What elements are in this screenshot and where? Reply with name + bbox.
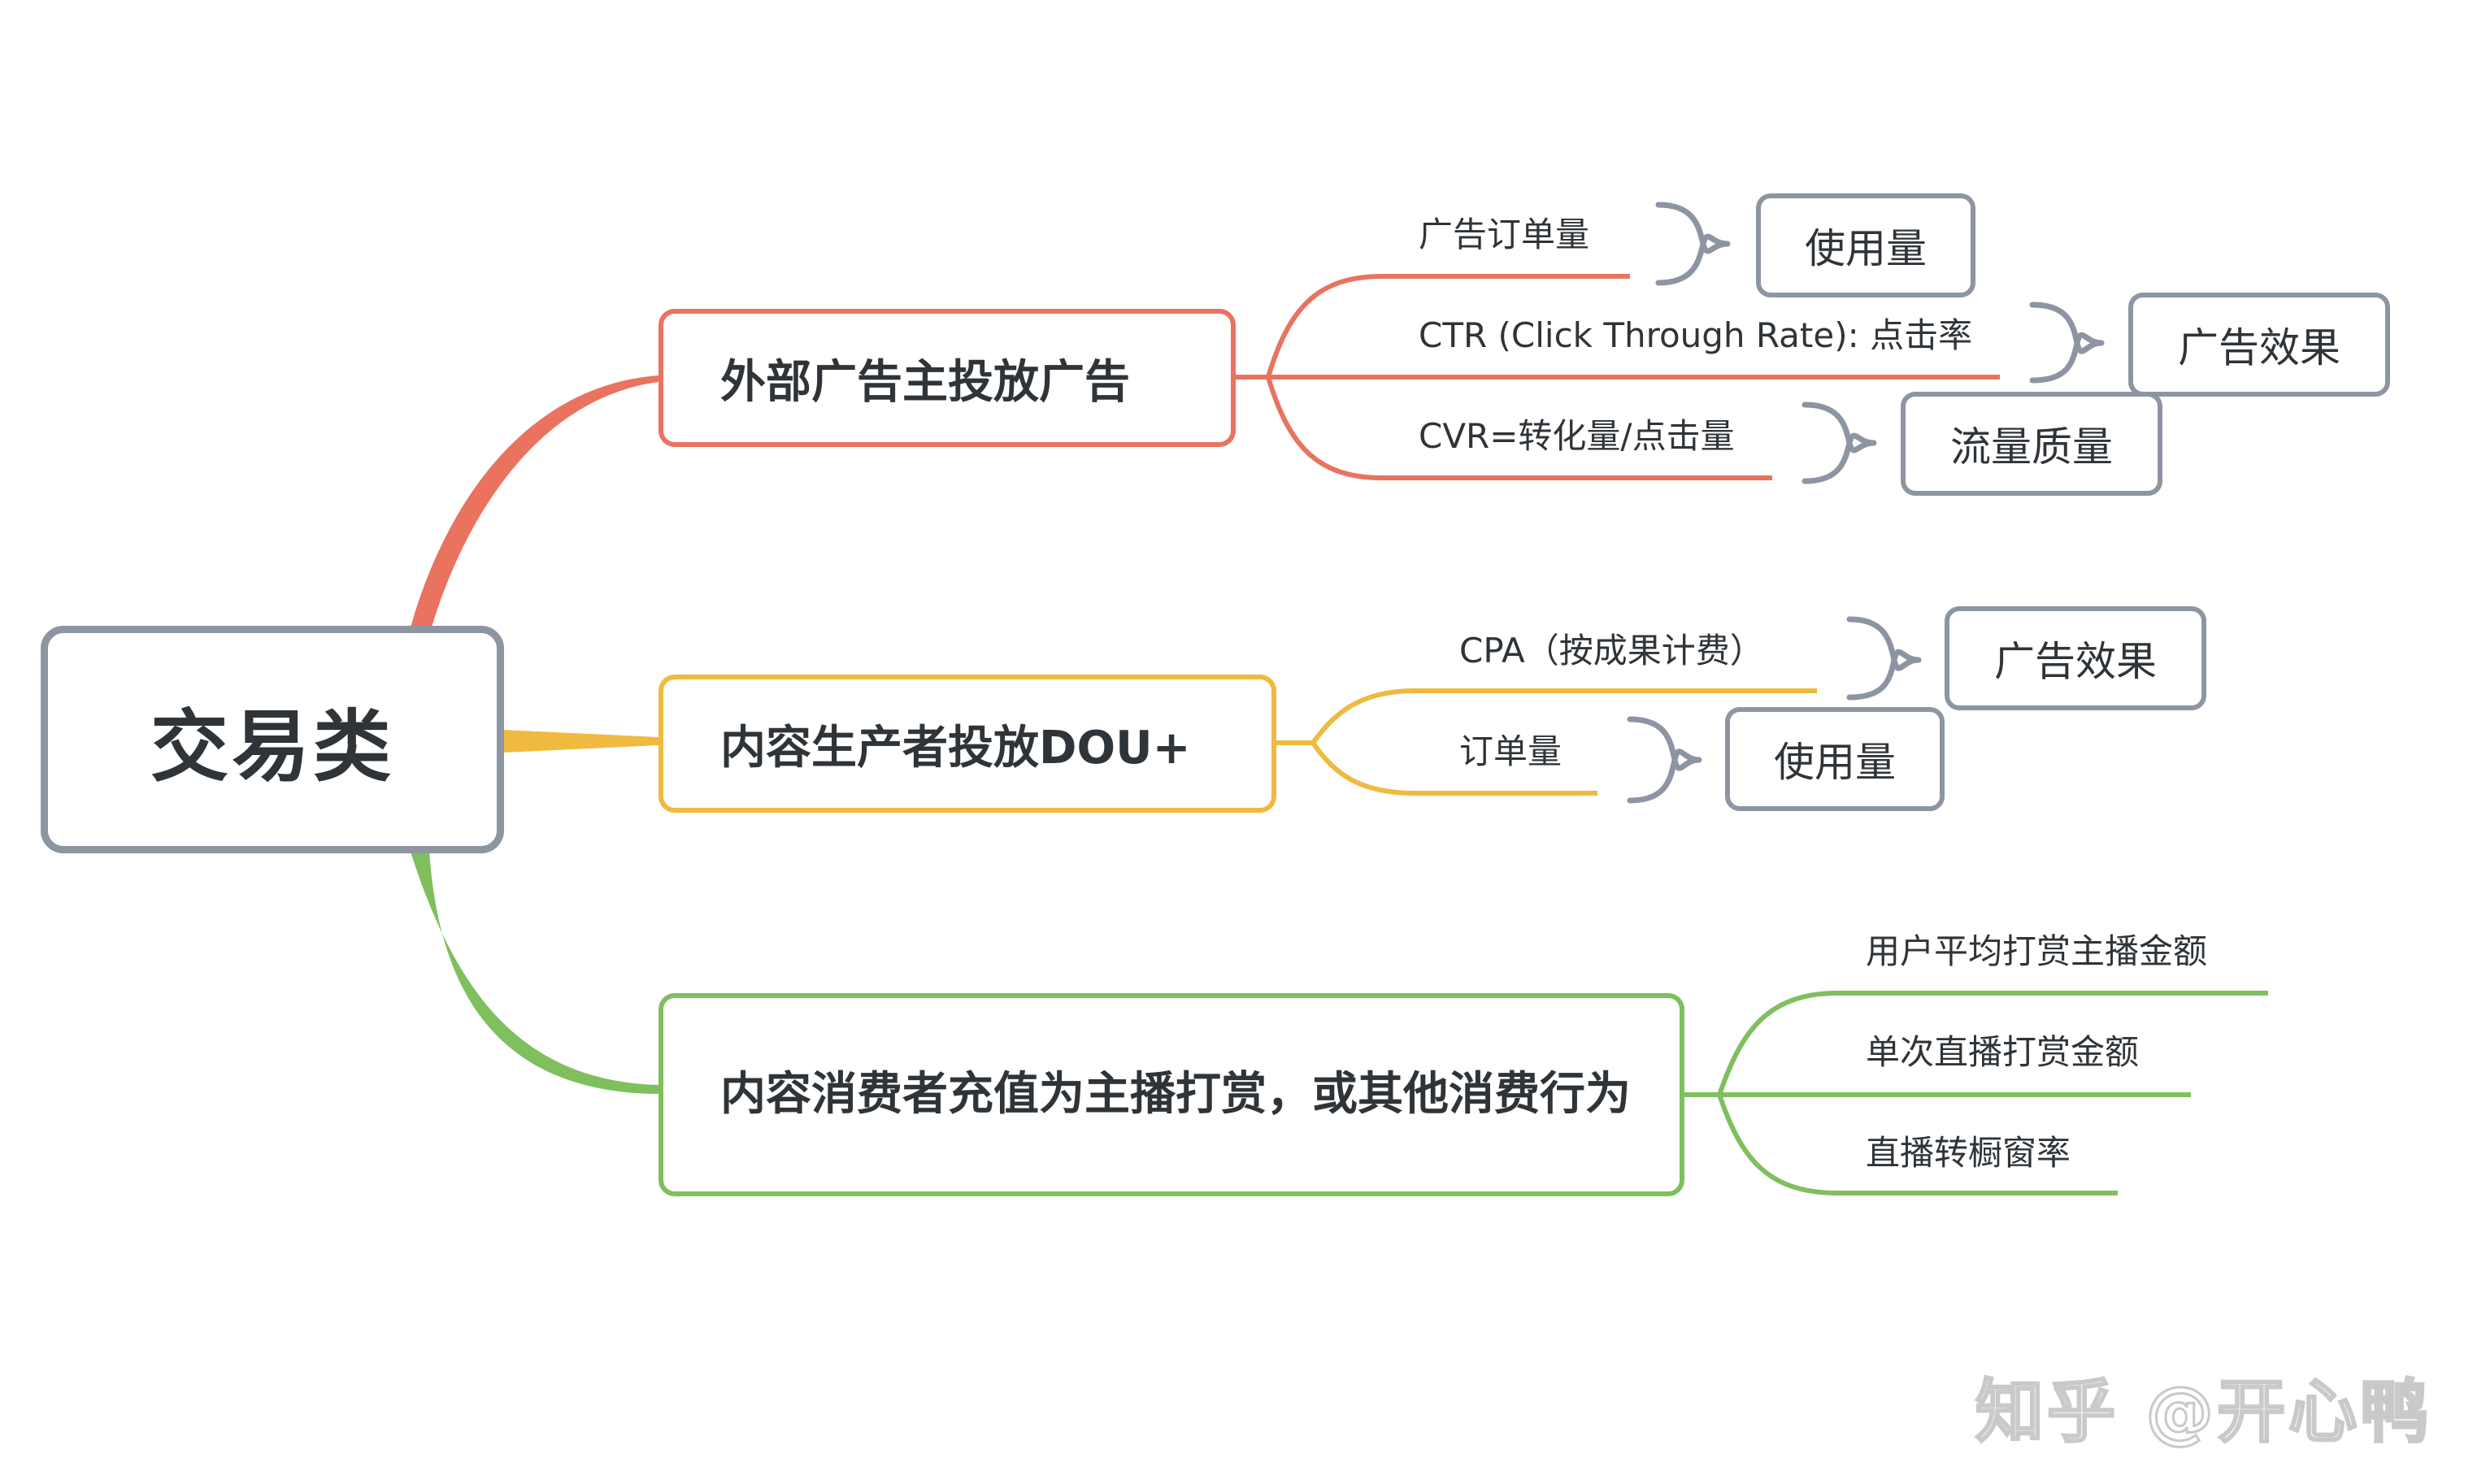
leaf-consumer-showcase-rate[interactable]: 直播转橱窗率 — [1866, 1136, 2071, 1170]
ads-leaf-connectors — [1236, 274, 2000, 480]
leaf-consumer-avg-tip-label: 用户平均打赏主播金额 — [1866, 931, 2208, 971]
branch-dou-label: 内容生产者投放DOU+ — [720, 721, 1191, 775]
root-label: 交易类 — [150, 701, 394, 792]
connector-root-to-ads — [411, 375, 658, 630]
consumer-leaf-connectors — [1684, 991, 2268, 1195]
leaf-dou-cpa[interactable]: CPA（按成果计费） — [1459, 634, 1764, 668]
summary-bracket-4 — [1846, 616, 1922, 701]
summary-ad-effect-ads[interactable]: 广告效果 — [2128, 293, 2390, 397]
summary-bracket-3 — [1802, 401, 1877, 484]
leaf-ads-cvr-label: CVR=转化量/点击量 — [1419, 416, 1735, 456]
connector-root-to-consumer — [411, 850, 658, 1094]
leaf-dou-cpa-label: CPA（按成果计费） — [1459, 631, 1764, 670]
leaf-ads-ctr[interactable]: CTR (Click Through Rate): 点击率 — [1419, 319, 1972, 353]
summary-usage-ads[interactable]: 使用量 — [1756, 193, 1975, 297]
summary-traffic-quality[interactable]: 流量质量 — [1901, 392, 2162, 496]
branch-dou[interactable]: 内容生产者投放DOU+ — [658, 675, 1276, 813]
branch-consumer[interactable]: 内容消费者充值为主播打赏，或其他消费行为 — [658, 993, 1684, 1196]
summary-ad-effect-dou[interactable]: 广告效果 — [1945, 606, 2206, 710]
leaf-ads-ctr-label: CTR (Click Through Rate): 点击率 — [1419, 315, 1973, 355]
summary-bracket-2 — [2029, 302, 2105, 384]
branch-ads-label: 外部广告主投放广告 — [720, 355, 1130, 409]
leaf-dou-orders[interactable]: 订单量 — [1459, 735, 1562, 769]
dou-leaf-connectors — [1276, 688, 1817, 796]
watermark: 知乎 @开心鸭 — [1974, 1357, 2432, 1456]
summary-brackets — [1627, 202, 2105, 804]
watermark-text: 知乎 @开心鸭 — [1974, 1371, 2432, 1453]
summary-traffic-quality-label: 流量质量 — [1950, 423, 2113, 471]
branch-ads[interactable]: 外部广告主投放广告 — [658, 309, 1236, 447]
leaf-dou-orders-label: 订单量 — [1459, 731, 1562, 771]
summary-usage-ads-label: 使用量 — [1805, 225, 1927, 272]
leaf-ads-orders[interactable]: 广告订单量 — [1419, 218, 1589, 252]
connector-root-to-dou — [502, 730, 658, 753]
summary-ad-effect-ads-label: 广告效果 — [2178, 324, 2340, 371]
root-node[interactable]: 交易类 — [41, 626, 504, 853]
summary-bracket-1 — [1655, 202, 1731, 286]
leaf-consumer-live-tip[interactable]: 单次直播打赏金额 — [1866, 1035, 2139, 1070]
leaf-consumer-live-tip-label: 单次直播打赏金额 — [1866, 1032, 2140, 1072]
summary-bracket-5 — [1627, 716, 1702, 804]
leaf-ads-orders-label: 广告订单量 — [1419, 215, 1590, 254]
summary-usage-dou-label: 使用量 — [1774, 739, 1896, 786]
branch-consumer-label: 内容消费者充值为主播打赏，或其他消费行为 — [720, 1068, 1631, 1121]
summary-ad-effect-dou-label: 广告效果 — [1994, 638, 2157, 685]
leaf-consumer-avg-tip[interactable]: 用户平均打赏主播金额 — [1866, 935, 2207, 969]
leaf-consumer-showcase-rate-label: 直播转橱窗率 — [1866, 1133, 2071, 1173]
leaf-ads-cvr[interactable]: CVR=转化量/点击量 — [1419, 419, 1735, 453]
summary-usage-dou[interactable]: 使用量 — [1725, 707, 1945, 811]
